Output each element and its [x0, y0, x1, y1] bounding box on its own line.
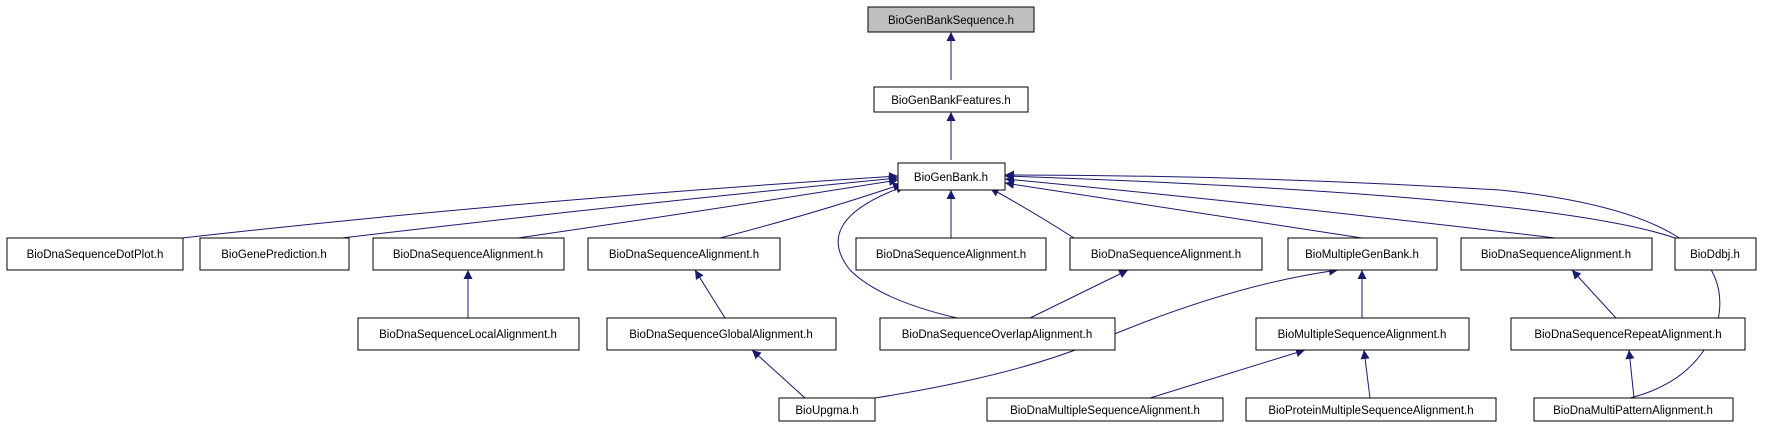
node-label: BioGenBank.h [914, 172, 988, 184]
node-label: BioDnaSequenceRepeatAlignment.h [1534, 329, 1721, 341]
edge-dsa2-to-genbank [719, 182, 903, 239]
node-dsa5[interactable]: BioDnaSequenceAlignment.h [1460, 237, 1653, 271]
node-label: BioDnaSequenceAlignment.h [876, 249, 1026, 261]
node-label: BioDnaSequenceAlignment.h [393, 249, 543, 261]
edge-repeatalign-to-dsa5 [1571, 269, 1617, 319]
node-label: BioUpgma.h [795, 405, 858, 417]
edge-overlap-to-genbank [837, 184, 958, 319]
node-label: BioDnaSequenceAlignment.h [1481, 249, 1631, 261]
node-proteinmultiseqalign[interactable]: BioProteinMultipleSequenceAlignment.h [1245, 397, 1497, 422]
node-multipattern[interactable]: BioDnaMultiPatternAlignment.h [1533, 397, 1734, 422]
edge-multigenbank-to-genbank [1004, 179, 1363, 239]
node-label: BioDnaSequenceDotPlot.h [27, 249, 164, 261]
node-globalalign[interactable]: BioDnaSequenceGlobalAlignment.h [606, 317, 837, 351]
node-label: BioMultipleGenBank.h [1305, 249, 1419, 261]
node-label: BioGenBankSequence.h [888, 15, 1014, 27]
node-multiseqalign[interactable]: BioMultipleSequenceAlignment.h [1255, 317, 1470, 351]
node-label: BioDnaMultipleSequenceAlignment.h [1010, 405, 1200, 417]
edge-upgma-to-globalalign [751, 349, 806, 399]
node-ddbj[interactable]: BioDdbj.h [1674, 237, 1757, 271]
node-overlapalign[interactable]: BioDnaSequenceOverlapAlignment.h [879, 317, 1116, 351]
node-dnamultiseqalign[interactable]: BioDnaMultipleSequenceAlignment.h [986, 397, 1224, 422]
nodes: BioGenBankSequence.h BioGenBankFeatures.… [6, 6, 1757, 422]
edge-dotplot-to-genbank [181, 172, 899, 239]
node-repeatalign[interactable]: BioDnaSequenceRepeatAlignment.h [1510, 317, 1746, 351]
edge-geneprediction-to-genbank [341, 174, 899, 239]
node-genbank-features[interactable]: BioGenBankFeatures.h [873, 86, 1029, 113]
node-label: BioGenBankFeatures.h [891, 95, 1011, 107]
node-dotplot[interactable]: BioDnaSequenceDotPlot.h [6, 237, 184, 271]
node-localalign[interactable]: BioDnaSequenceLocalAlignment.h [357, 317, 580, 351]
edge-ddbj-to-genbank [1004, 171, 1676, 239]
node-label: BioDdbj.h [1690, 249, 1740, 261]
node-multigenbank[interactable]: BioMultipleGenBank.h [1287, 237, 1438, 271]
node-geneprediction[interactable]: BioGenePrediction.h [199, 237, 350, 271]
edge-dnamultiseqalign-to-multiseqalign [1149, 348, 1306, 399]
node-label: BioProteinMultipleSequenceAlignment.h [1268, 405, 1473, 417]
edge-dsa1-to-genbank [517, 176, 899, 239]
edge-dsa5-to-genbank [1004, 175, 1556, 239]
node-dsa4[interactable]: BioDnaSequenceAlignment.h [1069, 237, 1263, 271]
node-dsa2[interactable]: BioDnaSequenceAlignment.h [587, 237, 781, 271]
node-label: BioDnaSequenceGlobalAlignment.h [629, 329, 812, 341]
node-genbank-sequence[interactable]: BioGenBankSequence.h [867, 6, 1035, 33]
edge-multipattern-to-repeatalign [1625, 349, 1635, 399]
node-dsa1[interactable]: BioDnaSequenceAlignment.h [372, 237, 565, 271]
node-label: BioMultipleSequenceAlignment.h [1278, 329, 1447, 341]
node-genbank[interactable]: BioGenBank.h [897, 162, 1006, 191]
node-label: BioDnaSequenceOverlapAlignment.h [902, 329, 1093, 341]
edge-dsa4-to-genbank [989, 187, 1075, 239]
node-label: BioDnaSequenceLocalAlignment.h [379, 329, 557, 341]
node-label: BioDnaSequenceAlignment.h [609, 249, 759, 261]
edge-overlap-to-dsa4 [1029, 269, 1129, 319]
node-label: BioGenePrediction.h [221, 249, 326, 261]
edge-proteinmultiseqalign-to-multiseqalign [1360, 349, 1371, 399]
node-label: BioDnaSequenceAlignment.h [1091, 249, 1241, 261]
node-dsa3[interactable]: BioDnaSequenceAlignment.h [855, 237, 1047, 271]
node-label: BioDnaMultiPatternAlignment.h [1553, 405, 1713, 417]
edge-globalalign-to-dsa2 [694, 269, 726, 319]
node-upgma[interactable]: BioUpgma.h [778, 397, 876, 422]
